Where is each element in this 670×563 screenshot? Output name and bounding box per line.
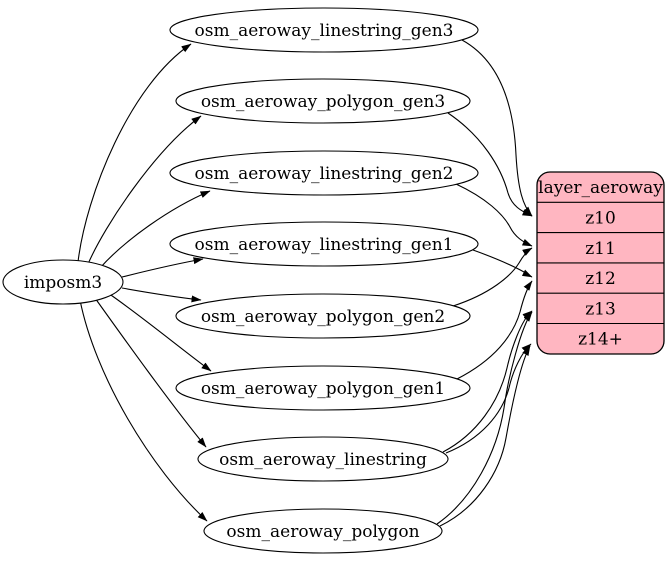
- table-label: osm_aeroway_polygon_gen1: [201, 379, 445, 399]
- edge-polygon-gen2-z11: [452, 247, 533, 307]
- node-osm-aeroway-linestring-gen1: osm_aeroway_linestring_gen1: [169, 221, 479, 267]
- edge-linestring-gen2-z11: [455, 183, 533, 247]
- table-label: osm_aeroway_polygon_gen2: [201, 307, 445, 327]
- edge-linestring-z14: [445, 343, 532, 454]
- table-label: osm_aeroway_linestring_gen1: [195, 235, 454, 255]
- table-ellipse: [169, 7, 479, 53]
- edge-imposm3-polygon-gen3: [87, 115, 202, 265]
- table-ellipse: [169, 221, 479, 267]
- imposm3-label: imposm3: [24, 273, 102, 293]
- edge-imposm3-polygon: [79, 299, 208, 522]
- edge-linestring-gen3-z10: [461, 39, 533, 217]
- record-row-z13: z13: [585, 299, 616, 319]
- imposm3-ellipse: [2, 259, 124, 305]
- table-label: osm_aeroway_linestring_gen2: [195, 164, 454, 184]
- edges-from-imposm3: [77, 43, 212, 522]
- node-osm-aeroway-polygon-gen2: osm_aeroway_polygon_gen2: [175, 293, 471, 339]
- edge-imposm3-linestring-gen3: [77, 43, 192, 263]
- record-row-z14plus: z14+: [578, 330, 623, 350]
- table-ellipse: [175, 78, 471, 124]
- table-label: osm_aeroway_polygon: [226, 522, 419, 542]
- table-ellipse: [175, 365, 471, 411]
- edge-linestring-z13: [442, 310, 533, 453]
- table-label: osm_aeroway_polygon_gen3: [201, 92, 445, 112]
- edge-imposm3-linestring-gen1: [121, 257, 204, 278]
- layer-record-title: layer_aeroway: [538, 178, 663, 198]
- table-label: osm_aeroway_linestring: [219, 450, 427, 470]
- table-ellipse: [175, 293, 471, 339]
- edge-imposm3-linestring-gen2: [99, 190, 211, 269]
- edge-imposm3-polygon-gen1: [107, 292, 212, 372]
- node-osm-aeroway-linestring-gen2: osm_aeroway_linestring_gen2: [169, 150, 479, 196]
- record-row-z10: z10: [585, 209, 616, 229]
- node-osm-aeroway-linestring-gen3: osm_aeroway_linestring_gen3: [169, 7, 479, 53]
- table-label: osm_aeroway_linestring_gen3: [195, 21, 454, 41]
- node-osm-aeroway-polygon-gen3: osm_aeroway_polygon_gen3: [175, 78, 471, 124]
- edge-imposm3-polygon-gen2: [121, 287, 202, 303]
- node-imposm3: imposm3: [2, 259, 124, 305]
- table-ellipse: [203, 508, 443, 554]
- edge-polygon-z13: [436, 311, 533, 525]
- edge-linestring-gen1-z12: [472, 249, 533, 278]
- record-row-z11: z11: [585, 239, 616, 259]
- edge-polygon-z14: [439, 345, 531, 527]
- node-osm-aeroway-linestring: osm_aeroway_linestring: [197, 436, 449, 482]
- node-osm-aeroway-polygon: osm_aeroway_polygon: [203, 508, 443, 554]
- edge-polygon-gen3-z10: [447, 112, 533, 217]
- edge-imposm3-linestring: [94, 297, 207, 448]
- node-layer-aeroway: layer_aeroway z10 z11 z12 z13 z14+: [536, 171, 665, 355]
- node-osm-aeroway-polygon-gen1: osm_aeroway_polygon_gen1: [175, 365, 471, 411]
- edge-polygon-gen1-z12: [456, 280, 533, 380]
- edges-to-layer-record: [436, 39, 533, 527]
- record-row-z12: z12: [585, 269, 616, 289]
- table-ellipse: [197, 436, 449, 482]
- table-ellipse: [169, 150, 479, 196]
